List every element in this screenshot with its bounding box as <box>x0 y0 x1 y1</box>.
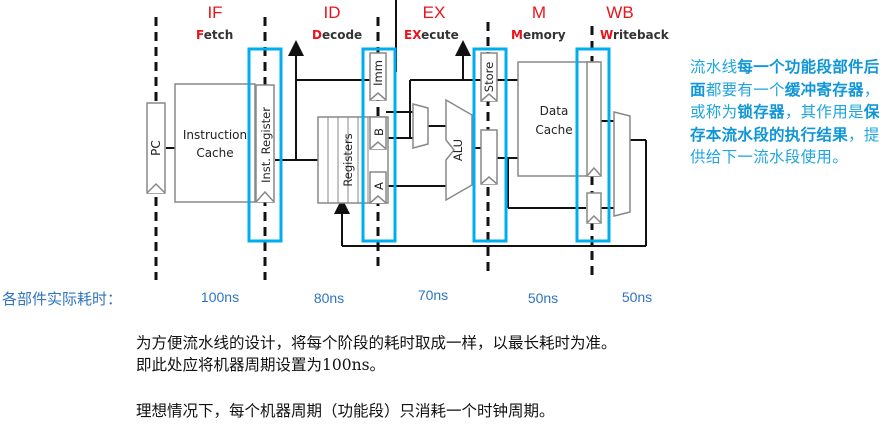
latency-m: 50ns <box>528 290 558 306</box>
stage-name-id: Decode <box>312 28 362 42</box>
registers-label: Registers <box>341 133 355 186</box>
note-segment: ，或称为 <box>690 80 880 122</box>
latch-highlight-if-id <box>247 47 283 243</box>
stage-header-id: ID Decode <box>312 3 362 42</box>
latch-highlight-ex-m <box>472 47 508 243</box>
note-segment: 缓冲寄存器 <box>784 80 864 99</box>
data-cache-label-2: Cache <box>535 123 572 137</box>
instruction-register: Inst. Register <box>255 84 275 203</box>
stage-abbr-ex: EX <box>423 3 446 22</box>
store-label: Store <box>482 62 496 92</box>
ex-mux <box>412 103 429 149</box>
paragraph-uniform-stage-time: 为方便流水线的设计，将每个阶段的耗时取成一样，以最长耗时为准。 <box>136 334 617 352</box>
latency-label: 各部件实际耗时： <box>2 290 123 308</box>
latch-highlight-m-wb <box>575 47 611 243</box>
paragraph-ideal-case: 理想情况下，每个机器周期（功能段）只消耗一个时钟周期。 <box>136 402 555 420</box>
stage-header-m: M Memory <box>511 3 566 42</box>
alu: ALU <box>445 98 473 202</box>
latch-explanation-note: 流水线每一个功能段部件后面都要有一个缓冲寄存器，或称为锁存器，其作用是保存本流水… <box>690 56 890 169</box>
store-register: Store <box>480 52 498 102</box>
latch-highlights <box>247 47 611 243</box>
instruction-cache-label-2: Cache <box>196 146 233 160</box>
a-register: A <box>369 171 387 204</box>
paragraph-machine-cycle: 即此处应将机器周期设置为100ns。 <box>136 356 386 374</box>
alu-label: ALU <box>451 139 465 161</box>
stage-name-wb: Writeback <box>600 28 670 42</box>
pc-label: PC <box>149 140 163 156</box>
note-segment: 都要有一个 <box>705 80 785 99</box>
instruction-cache-label-1: Instruction <box>183 128 247 142</box>
stage-abbr-wb: WB <box>606 3 633 22</box>
wb-mux <box>613 111 631 217</box>
stage-header-ex: EX EXecute <box>404 3 459 42</box>
pc-register: PC <box>146 102 166 194</box>
latency-id: 80ns <box>314 290 344 306</box>
stage-abbr-if: IF <box>207 3 222 22</box>
data-cache: Data Cache <box>517 61 599 177</box>
stage-header-wb: WB Writeback <box>600 3 670 42</box>
latency-wb: 50ns <box>622 289 652 305</box>
wb-data-register <box>586 61 602 177</box>
b-register: B <box>369 116 387 150</box>
stage-name-if: Fetch <box>196 28 233 42</box>
imm-register: Imm <box>369 52 387 101</box>
stage-name-ex: EXecute <box>404 28 459 42</box>
stage-header-if: IF Fetch <box>196 3 233 42</box>
alu-output-register <box>480 129 498 185</box>
datapath-wires <box>166 0 647 247</box>
note-segment: ，提供给下一流水段使用。 <box>690 125 880 167</box>
b-label: B <box>372 128 386 136</box>
imm-label: Imm <box>371 60 385 86</box>
latency-if: 100ns <box>201 289 239 305</box>
data-cache-label-1: Data <box>540 104 569 118</box>
note-segment: 锁存器 <box>737 103 785 121</box>
stage-abbr-id: ID <box>324 3 341 22</box>
stage-name-m: Memory <box>511 28 566 42</box>
a-label: A <box>372 182 386 190</box>
note-segment: 保存本流水段的执行结果 <box>690 103 880 144</box>
stage-abbr-m: M <box>532 3 546 22</box>
latch-highlight-id-ex <box>361 47 397 243</box>
note-segment: 流水线 <box>690 58 738 76</box>
note-segment: 每一个功能段部件后面 <box>690 58 880 99</box>
inst-register-label: Inst. Register <box>259 107 273 183</box>
instruction-cache: Instruction Cache <box>174 83 256 203</box>
latency-ex: 70ns <box>418 287 448 303</box>
wb-alu-register <box>586 192 602 224</box>
note-segment: ，其作用是 <box>784 103 864 121</box>
